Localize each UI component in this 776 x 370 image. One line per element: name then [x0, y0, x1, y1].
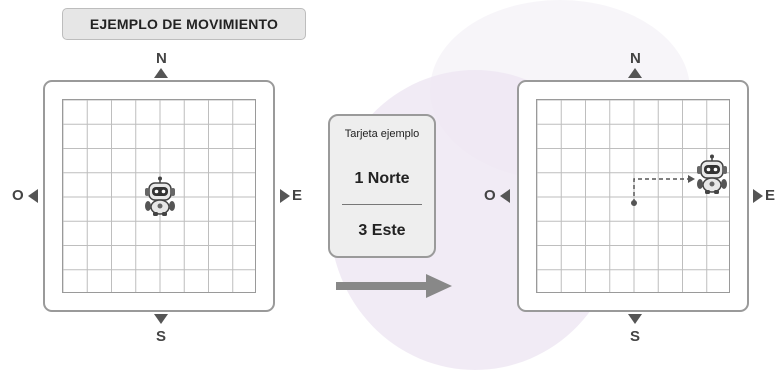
east-arrow-icon	[753, 189, 763, 203]
north-label-right: N	[630, 50, 641, 67]
card-step-2: 3 Este	[358, 222, 406, 239]
instruction-card: Tarjeta ejemplo 1 Norte 3 Este	[328, 114, 436, 258]
south-label-left: S	[156, 328, 167, 345]
south-label-right: S	[630, 328, 641, 345]
grid-frame-right	[517, 80, 749, 312]
example-title: EJEMPLO DE MOVIMIENTO	[62, 8, 306, 40]
east-label-left: E	[292, 187, 303, 204]
north-arrow-icon	[154, 68, 168, 78]
dashed-path-arrow	[631, 175, 695, 206]
west-arrow-icon	[500, 189, 510, 203]
east-label-right: E	[765, 187, 776, 204]
south-arrow-icon	[154, 314, 168, 324]
grid-right	[536, 99, 730, 293]
card-divider	[342, 204, 422, 205]
west-arrow-icon	[28, 189, 38, 203]
east-arrow-icon	[280, 189, 290, 203]
card-heading: Tarjeta ejemplo	[344, 128, 420, 140]
west-label-right: O	[484, 187, 496, 204]
robot-icon	[145, 176, 175, 216]
north-label-left: N	[156, 50, 167, 67]
arrow-right-icon	[336, 274, 452, 298]
card-step-1: 1 Norte	[354, 170, 410, 187]
west-label-left: O	[12, 187, 24, 204]
robot-icon	[697, 154, 727, 194]
south-arrow-icon	[628, 314, 642, 324]
north-arrow-icon	[628, 68, 642, 78]
